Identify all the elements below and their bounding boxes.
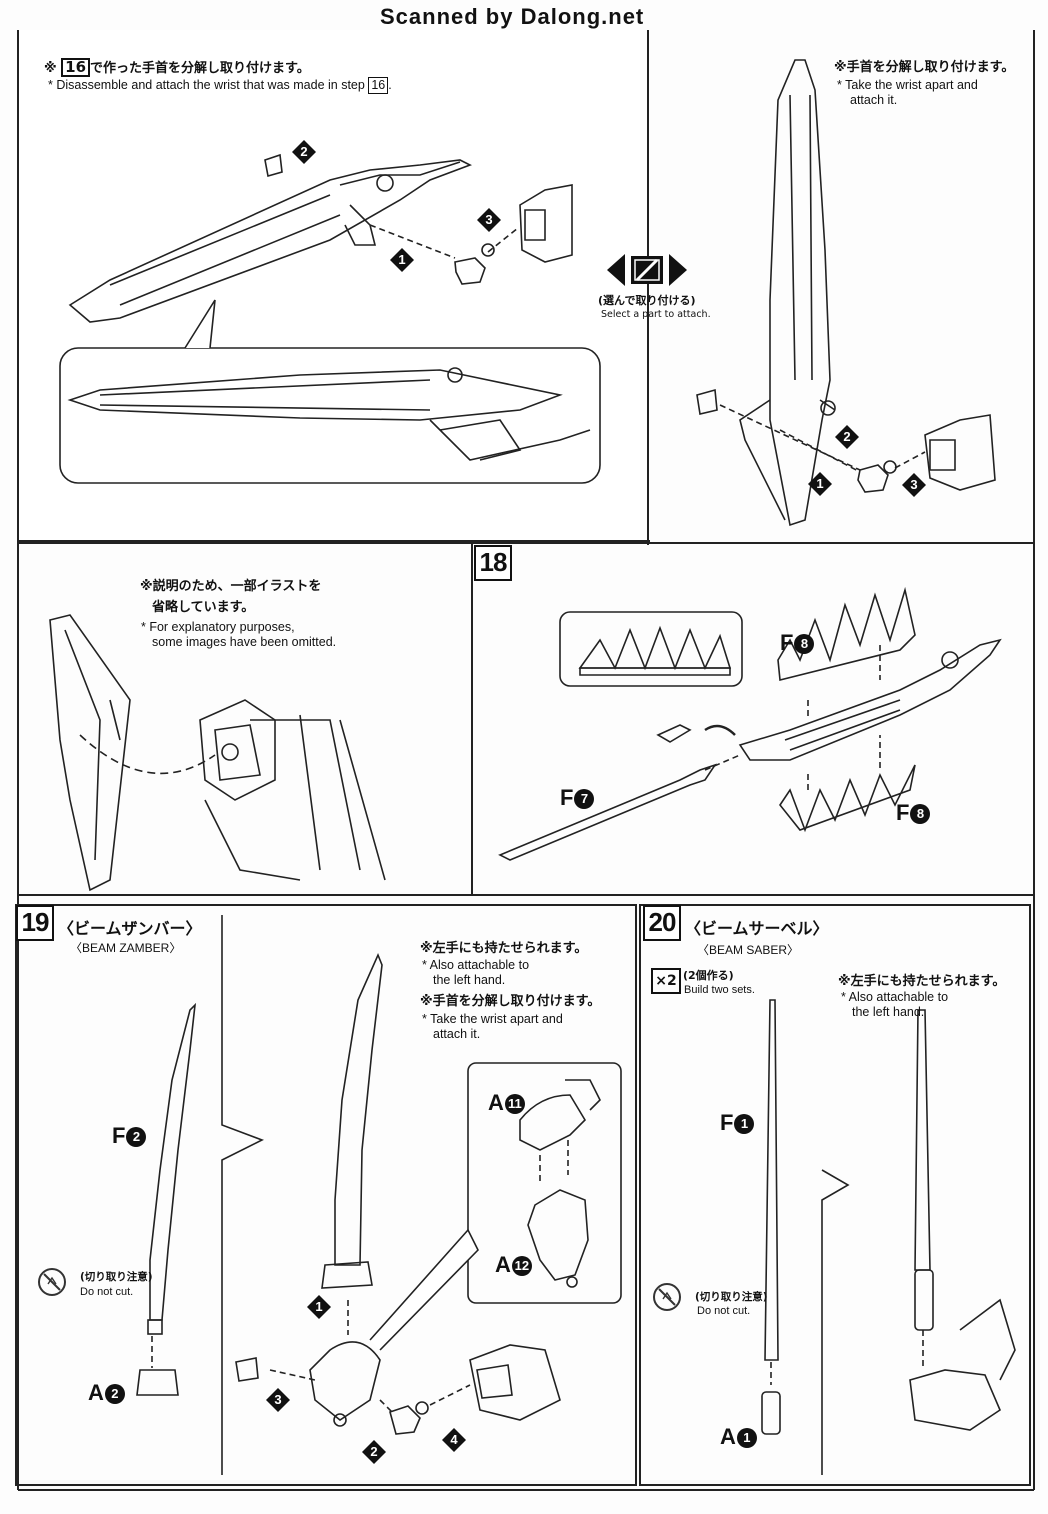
step19-nocut-en: Do not cut. <box>80 1286 134 1298</box>
note-jp-top-right: ※手首を分解し取り付けます。 <box>834 60 1015 75</box>
note-en-top-right-1: * Take the wrist apart and <box>837 78 978 92</box>
callout-2-top-left: 2 <box>292 140 316 164</box>
select-part-label-en: Select a part to attach. <box>601 309 711 320</box>
step-number-19: 19 <box>16 905 54 941</box>
step-ref-box-en: 16 <box>368 77 389 94</box>
weapon-illustration-top-right <box>739 59 836 527</box>
step19-title: 〈ビームザンバー〉 <box>58 919 202 938</box>
step-ref-box: 16 <box>61 58 91 77</box>
select-part-icon <box>607 252 687 288</box>
step19-note-en-2a: * Take the wrist apart and <box>422 1012 563 1026</box>
callout-2-top-right: 2 <box>835 425 859 449</box>
step20-subtitle: 〈BEAM SABER〉 <box>697 943 800 957</box>
callout-2-step19: 2 <box>362 1440 386 1464</box>
multiplier-badge: ×2 <box>651 968 681 994</box>
step19-note-jp-2: ※手首を分解し取り付けます。 <box>420 994 601 1009</box>
callout-4-step19: 4 <box>442 1428 466 1452</box>
step20-build-en: Build two sets. <box>684 984 755 996</box>
weapon-illustration-mid-left <box>49 614 386 892</box>
step20-note-en-b: the left hand. <box>852 1005 925 1019</box>
note-en-top-left: * Disassemble and attach the wrist that … <box>48 77 392 94</box>
callout-3-top-right: 3 <box>902 473 926 497</box>
callout-1-step19: 1 <box>307 1295 331 1319</box>
step20-nocut-jp: (切り取り注意) <box>695 1291 768 1303</box>
weapon-illustration-top-left <box>68 153 472 323</box>
callout-3-step19: 3 <box>266 1388 290 1412</box>
note-en-mid-left-2: some images have been omitted. <box>152 635 337 649</box>
step19-note-en-1a: * Also attachable to <box>422 958 530 972</box>
do-not-cut-icon <box>38 1268 66 1296</box>
callout-1-top-left: 1 <box>390 248 414 272</box>
do-not-cut-icon-step20 <box>653 1283 681 1311</box>
note-jp-mid-left-2: 省略しています。 <box>152 600 255 615</box>
callout-3-top-left: 3 <box>477 208 501 232</box>
step20-build-jp: (2個作る) <box>683 969 734 982</box>
note-jp-mid-left-1: ※説明のため、一部イラストを <box>140 579 322 594</box>
callout-1-top-right: 1 <box>808 472 832 496</box>
select-part-label-jp: (選んで取り付ける) <box>598 294 696 307</box>
step20-note-jp: ※左手にも持たせられます。 <box>838 974 1006 989</box>
step20-nocut-en: Do not cut. <box>697 1305 751 1317</box>
step-number-18: 18 <box>474 545 512 581</box>
note-en-mid-left-1: * For explanatory purposes, <box>141 620 295 634</box>
step-number-20: 20 <box>643 905 681 941</box>
step20-note-en-a: * Also attachable to <box>841 990 949 1004</box>
note-en-top-right-2: attach it. <box>850 93 898 107</box>
step19-nocut-jp: (切り取り注意) <box>80 1271 153 1283</box>
panel-wrist-attach-left <box>18 30 650 542</box>
step19-note-en-1b: the left hand. <box>433 973 506 987</box>
step20-title: 〈ビームサーベル〉 <box>685 919 829 938</box>
step19-note-en-2b: attach it. <box>433 1027 481 1041</box>
step19-subtitle: 〈BEAM ZAMBER〉 <box>70 941 182 955</box>
step19-note-jp-1: ※左手にも持たせられます。 <box>420 941 588 956</box>
